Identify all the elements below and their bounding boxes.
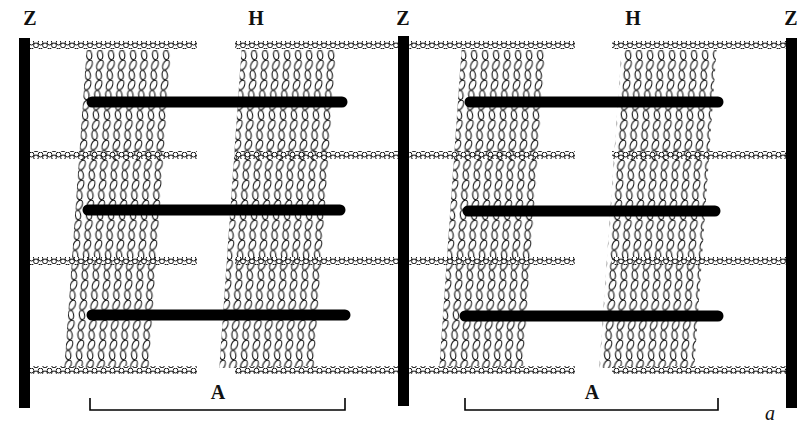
a-band-label: A xyxy=(585,382,599,402)
z-lines xyxy=(19,36,797,408)
z-line-label: Z xyxy=(784,8,797,28)
h-zone-label: H xyxy=(625,8,641,28)
h-zone-label: H xyxy=(248,8,264,28)
a-band-label: A xyxy=(211,382,225,402)
a-band-brackets xyxy=(90,398,718,410)
z-line-label: Z xyxy=(396,8,409,28)
z-line-label: Z xyxy=(23,8,36,28)
panel-letter: a xyxy=(765,403,775,423)
